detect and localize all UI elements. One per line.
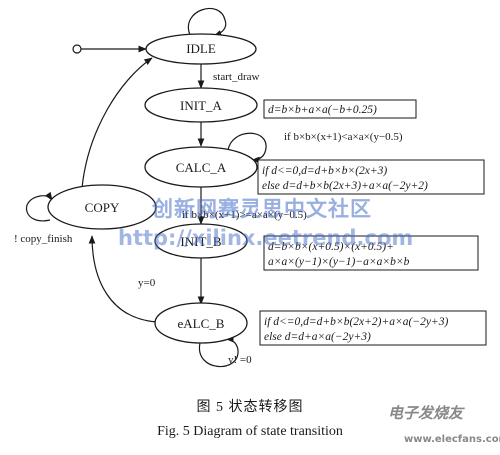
caption-chinese: 图 5 状态转移图 — [196, 400, 304, 415]
watermark-logo: 电子发烧友 — [388, 404, 464, 422]
state-calc-a — [144, 146, 258, 188]
edge-label-start-draw: start_draw — [213, 71, 259, 83]
calc-b-self-loop — [199, 335, 239, 367]
state-calc-b-label: eALC_B — [178, 316, 225, 331]
state-init-b — [154, 223, 248, 259]
formula-box-calc-b — [259, 310, 487, 346]
edge-calc-b-to-copy — [88, 235, 157, 323]
formula-calc-b-line1: if d<=0,d=d+b×b(2x+2)+a×a(−2y+3) — [264, 316, 448, 328]
edge-copy-to-idle — [81, 57, 153, 189]
formula-calc-a-line1: if d<=0,d=d+b×b×(2x+3) — [262, 165, 387, 177]
state-copy-label: COPY — [85, 200, 120, 215]
state-idle — [145, 33, 257, 65]
state-init-a — [144, 87, 258, 123]
watermark-site: www.elecfans.com — [404, 434, 500, 445]
edge-label-y-zero: y=0 — [138, 277, 156, 289]
watermark-url: http://xilinx.eetrend.com — [118, 226, 414, 250]
edge-label-calc-a-self: if b×b×(x+1)<a×a×(y−0.5) — [284, 131, 403, 143]
formula-init-a: d=b×b+a×a(−b+0.25) — [268, 104, 377, 116]
idle-self-loop — [187, 7, 227, 37]
state-init-b-label: INIT_B — [180, 234, 221, 249]
state-calc-b — [154, 302, 248, 344]
formula-box-init-b — [263, 235, 479, 271]
state-init-a-label: INIT_A — [180, 98, 222, 113]
formula-init-b-line2: a×a×(y−1)×(y−1)−a×a×b×b — [268, 256, 410, 268]
watermark-cn: 创新网赛灵思中文社区 — [152, 197, 372, 221]
state-idle-label: IDLE — [186, 41, 216, 56]
formula-init-b-line1: d=b×b×(x+0.5)×(x+0.5)+ — [268, 241, 394, 253]
edge-label-calc-a-out: if b×b×(x+1)>=a×a×(y−0.5) — [182, 209, 307, 221]
calc-a-self-loop — [227, 132, 267, 164]
state-copy — [47, 184, 157, 230]
formula-calc-a-line2: else d=d+b×b(2x+3)+a×a(−2y+2) — [262, 180, 428, 192]
copy-self-loop — [25, 191, 53, 222]
edge-label-copy-finish: ! copy_finish — [14, 233, 73, 245]
formula-calc-b-line2: else d=d+a×a(−2y+3) — [264, 331, 371, 343]
reset-dot — [72, 44, 82, 54]
formula-box-init-a — [263, 99, 417, 119]
edge-label-y-not-zero: y! =0 — [228, 354, 252, 366]
state-calc-a-label: CALC_A — [176, 160, 227, 175]
formula-box-calc-a — [257, 159, 485, 195]
caption-english: Fig. 5 Diagram of state transition — [157, 424, 343, 439]
